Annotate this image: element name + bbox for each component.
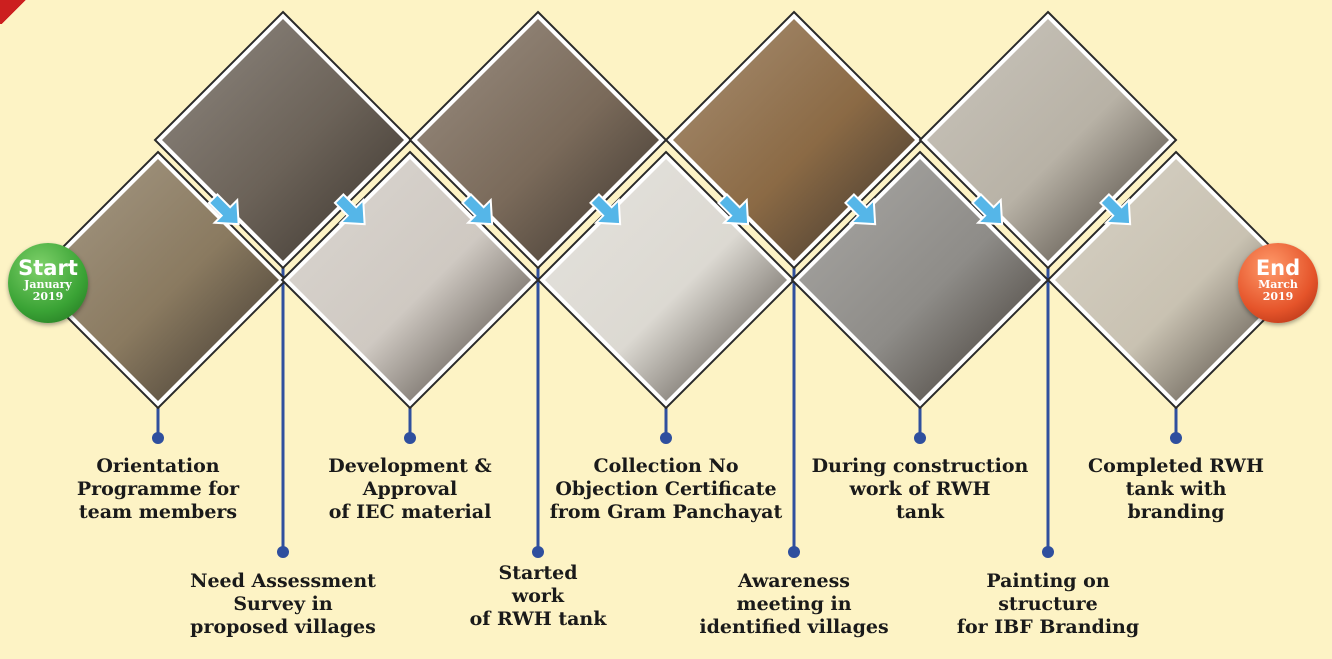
step-1-connector-dot <box>152 432 164 444</box>
step-7-connector-dot <box>914 432 926 444</box>
step-8-connector-dot <box>1042 546 1054 558</box>
arrow-6-icon <box>844 193 877 226</box>
step-5-label: Collection No Objection Certificate from… <box>549 455 783 523</box>
start-badge-title: Start <box>18 256 78 280</box>
start-badge: Start January 2019 <box>8 243 88 323</box>
start-badge-year: 2019 <box>32 290 64 303</box>
start-badge-month: January <box>24 278 72 291</box>
arrow-1-icon <box>207 193 240 226</box>
arrow-4-icon <box>589 193 622 226</box>
arrow-2-icon <box>333 193 366 226</box>
step-7-label: During construction work of RWH tank <box>811 455 1029 523</box>
step-2-connector-dot <box>277 546 289 558</box>
step-5-connector-dot <box>660 432 672 444</box>
arrow-7-icon <box>971 193 1004 226</box>
step-6-label: Awareness meeting in identified villages <box>699 570 889 638</box>
step-2-label: Need Assessment Survey in proposed villa… <box>190 570 376 638</box>
end-badge-year: 2019 <box>1262 290 1294 303</box>
step-3-connector-dot <box>404 432 416 444</box>
step-3-label: Development & Approval of IEC material <box>328 455 492 523</box>
step-8-label: Painting on structure for IBF Branding <box>956 570 1140 638</box>
end-badge-month: March <box>1258 278 1298 291</box>
header-fragment <box>0 0 40 24</box>
step-4-connector-dot <box>532 546 544 558</box>
arrow-3-icon <box>461 193 494 226</box>
end-badge-title: End <box>1255 256 1301 280</box>
step-9-connector-dot <box>1170 432 1182 444</box>
arrow-5-icon <box>717 193 750 226</box>
step-6-connector-dot <box>788 546 800 558</box>
end-badge: End March 2019 <box>1238 243 1318 323</box>
step-4-label: Started work of RWH tank <box>469 562 607 630</box>
step-9-label: Completed RWH tank with branding <box>1088 455 1264 523</box>
step-1-label: Orientation Programme for team members <box>76 455 240 523</box>
arrow-8-icon <box>1099 193 1132 226</box>
